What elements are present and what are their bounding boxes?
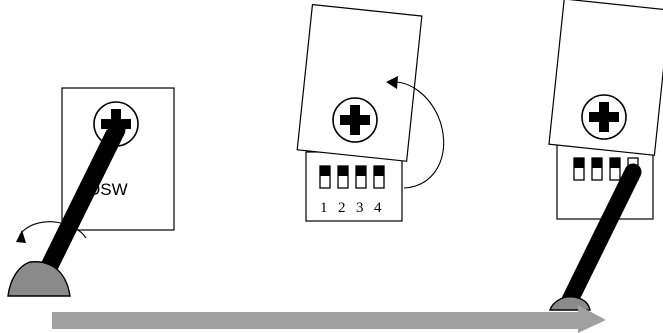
step-3-panel <box>548 0 663 311</box>
switch-number-2: 2 <box>338 200 346 216</box>
dip-switch: 1 2 3 4 <box>305 151 403 222</box>
switch-slot <box>591 157 603 181</box>
dip-switch-body <box>556 144 654 220</box>
dip-switch <box>556 144 654 220</box>
switch-slot <box>319 165 331 189</box>
progress-arrow-icon <box>52 305 606 333</box>
switch-slot <box>373 165 385 189</box>
switch-slot <box>355 165 367 189</box>
switch-number-3: 3 <box>356 200 364 216</box>
rotate-arrow-icon <box>386 76 445 189</box>
switch-slot <box>337 165 349 189</box>
cover-plate-rotated <box>548 0 663 156</box>
screw-icon <box>332 97 378 143</box>
switch-slot <box>609 157 621 181</box>
screw-icon <box>581 94 627 140</box>
rotate-arrow-icon <box>16 221 87 243</box>
switch-slot <box>573 157 585 181</box>
switch-number-1: 1 <box>320 200 328 216</box>
step-1-panel: DSW <box>7 87 175 297</box>
step-2-panel: 1 2 3 4 <box>296 3 445 222</box>
switch-number-4: 4 <box>374 200 382 216</box>
screwdriver-icon <box>7 121 126 297</box>
